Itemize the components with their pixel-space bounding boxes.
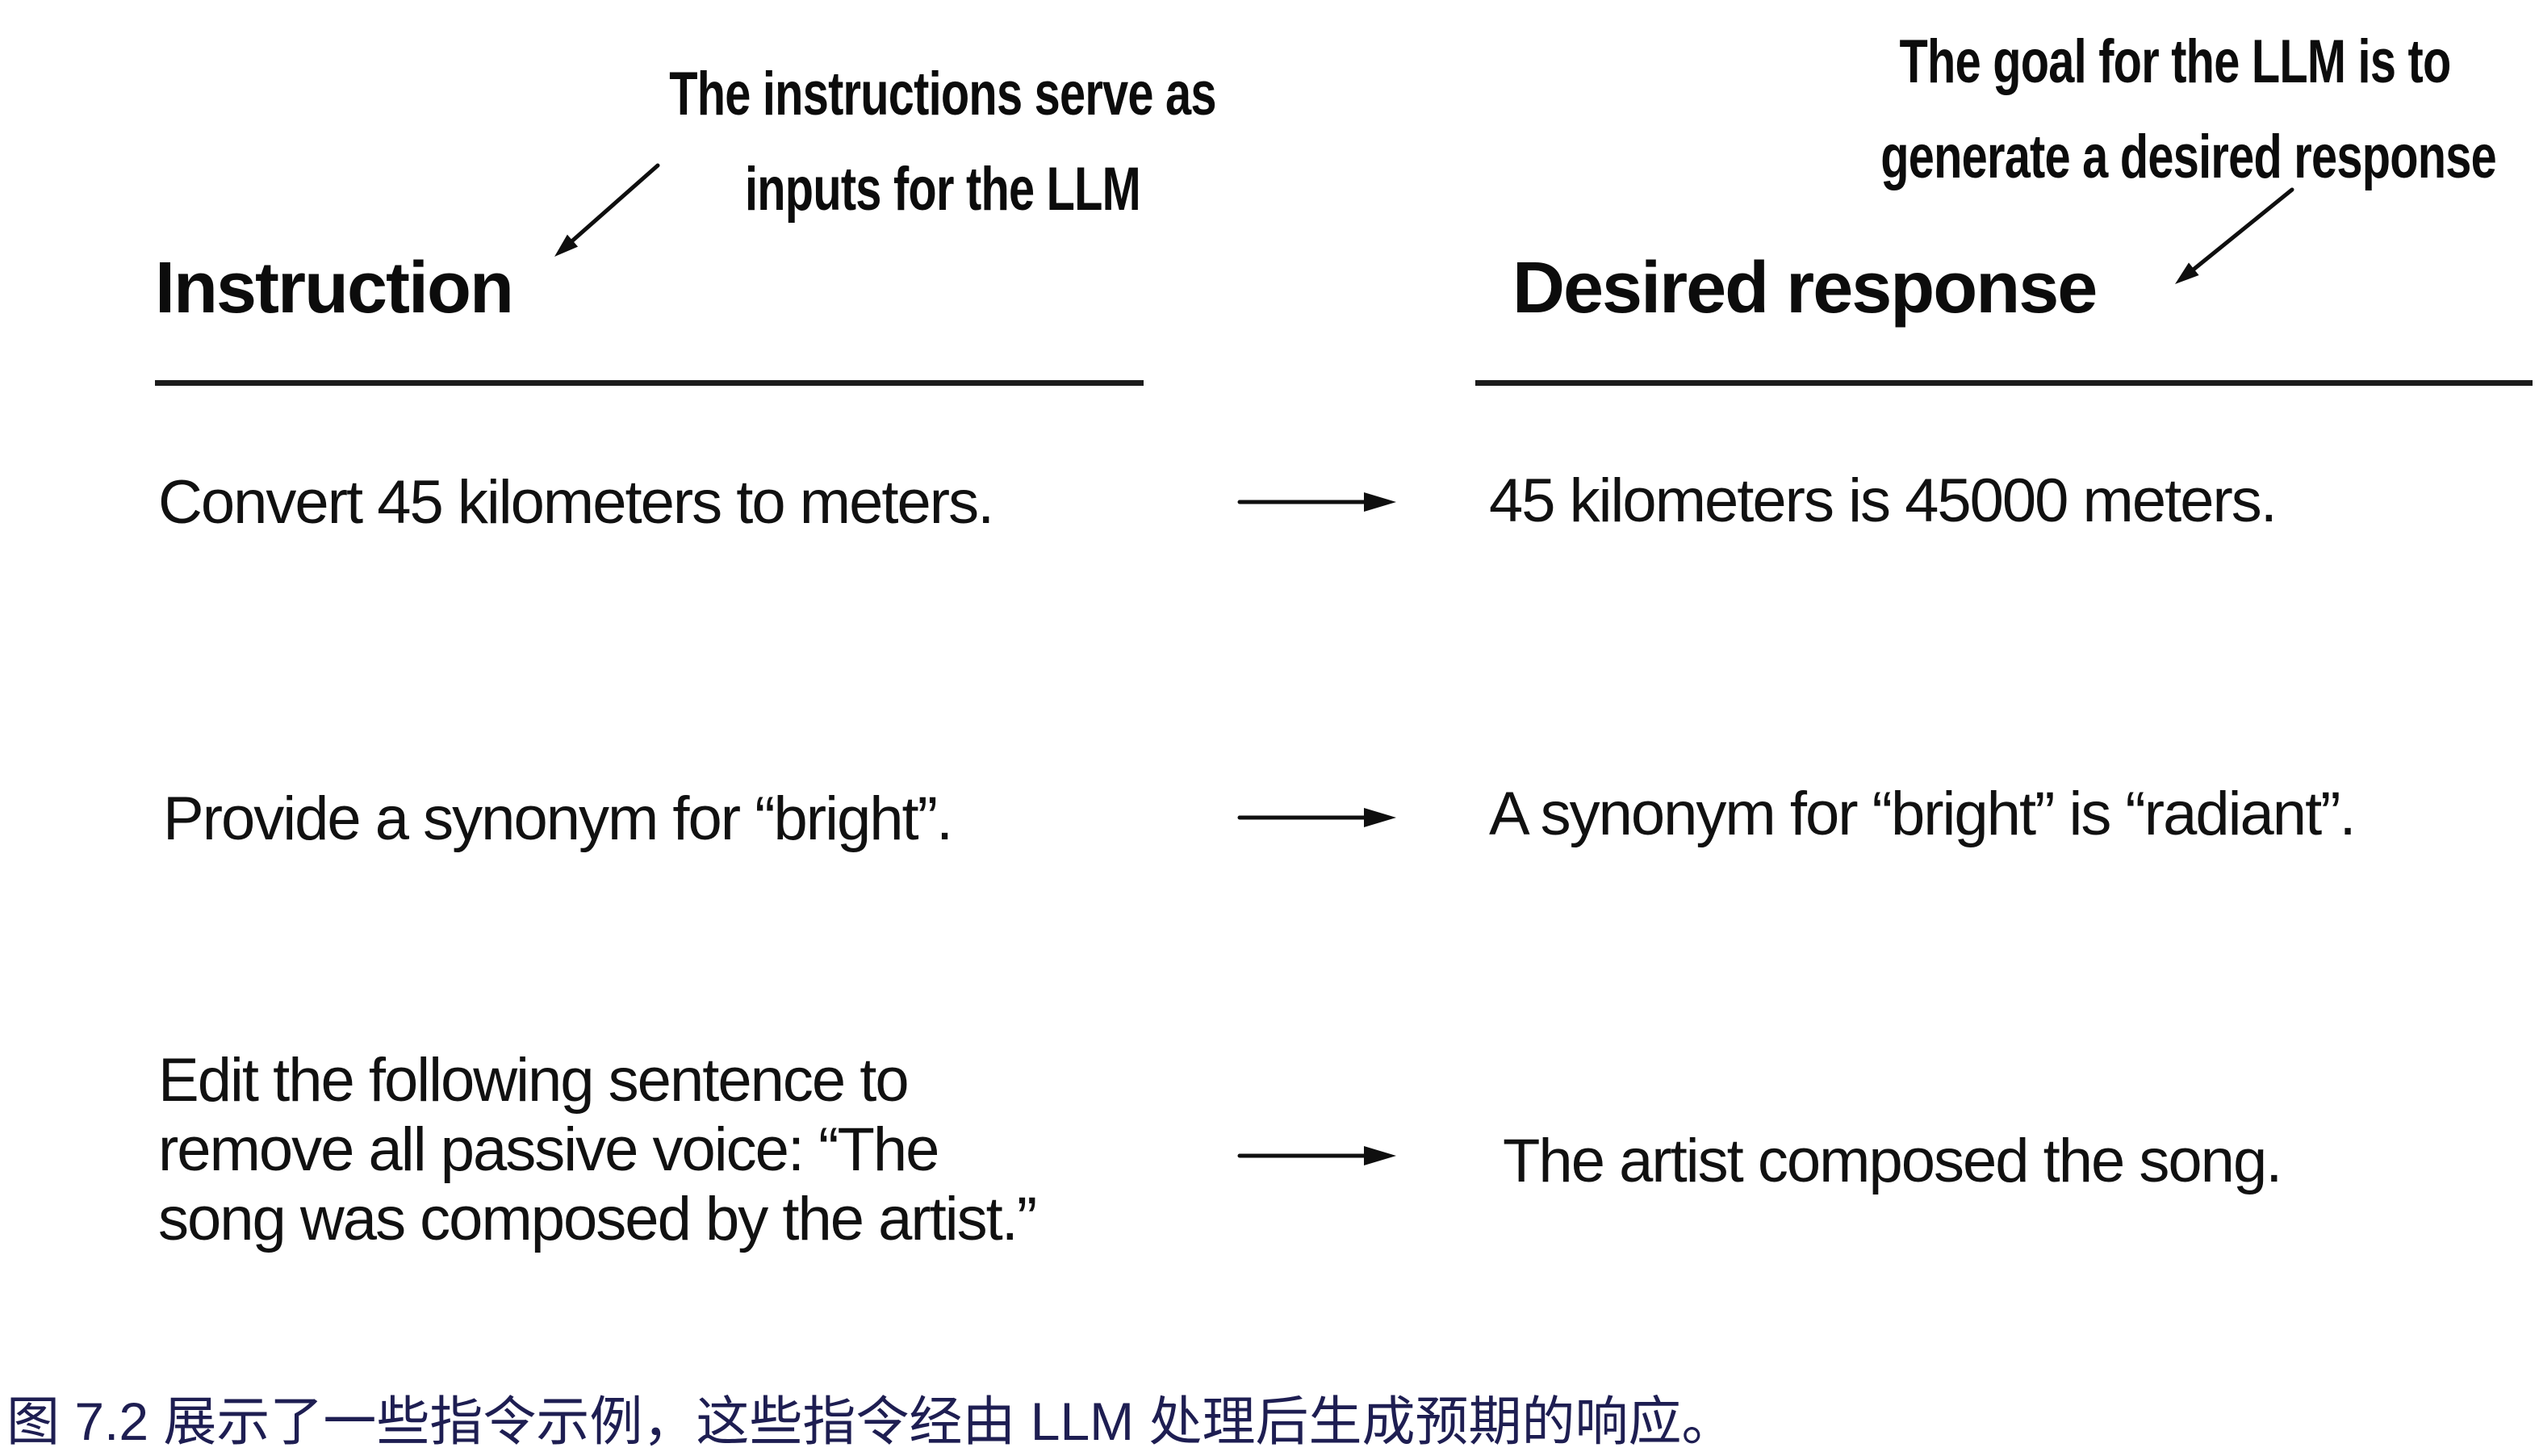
right-arrow-icon (1237, 808, 1396, 827)
response-cell: A synonym for “bright” is “radiant”. (1489, 780, 2357, 848)
response-column-header: Desired response (1512, 248, 2098, 328)
right-arrow-icon (1237, 492, 1396, 512)
annotation-left-line2: inputs for the LLM (744, 155, 1141, 224)
annotation-goal-response: The goal for the LLM is to generate a de… (1880, 15, 2497, 205)
right-arrow-icon (1237, 1146, 1396, 1165)
annotation-right-line2: generate a desired response (1880, 123, 2497, 191)
response-cell: The artist composed the song. (1503, 1127, 2282, 1195)
figure-caption: 图 7.2 展示了一些指令示例，这些指令经由 LLM 处理后生成预期的响应。 (6, 1391, 1735, 1451)
annotation-right-line1: The goal for the LLM is to (1899, 27, 2452, 96)
down-left-arrow-icon (2175, 187, 2294, 284)
annotation-left-line1: The instructions serve as (669, 60, 1216, 128)
instruction-column-rule (155, 380, 1144, 386)
instruction-column-header: Instruction (155, 248, 514, 328)
annotation-instructions-inputs: The instructions serve as inputs for the… (648, 47, 1237, 237)
instruction-cell: Edit the following sentence to remove al… (158, 1046, 1037, 1253)
response-column-rule (1475, 380, 2533, 386)
instruction-cell: Provide a synonym for “bright”. (163, 784, 953, 853)
response-cell: 45 kilometers is 45000 meters. (1489, 467, 2278, 535)
instruction-cell: Convert 45 kilometers to meters. (158, 468, 994, 537)
down-left-arrow-icon (554, 163, 660, 257)
